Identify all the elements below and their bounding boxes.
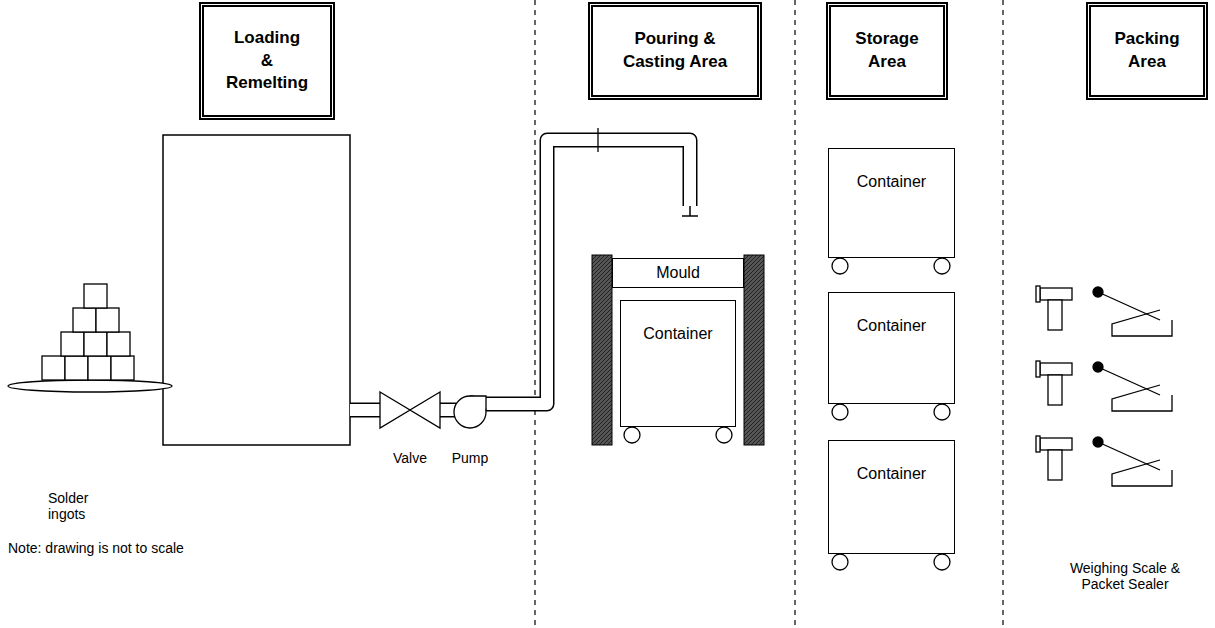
area-title: Storage Area	[855, 28, 918, 74]
box-label: Container	[857, 465, 926, 483]
packet-sealer	[1112, 460, 1172, 486]
box-label: Mould	[656, 264, 700, 282]
box-label: Container	[857, 317, 926, 335]
weighing-scale	[1048, 375, 1062, 405]
packet-sealer	[1112, 310, 1172, 336]
part-label: Solder ingots	[48, 490, 88, 522]
area-divider	[535, 0, 1003, 628]
remelting-tank	[163, 135, 350, 445]
pipe-valve-mark	[597, 128, 598, 152]
valve-symbol	[380, 392, 440, 428]
weighing-scale	[1040, 288, 1072, 300]
packet-sealer	[1098, 292, 1160, 320]
solder-ingots	[42, 284, 134, 380]
part-label: Pump	[452, 450, 489, 466]
weighing-scale	[1048, 450, 1062, 480]
weighing-scale	[1040, 363, 1072, 375]
weighing-scale	[1040, 438, 1072, 450]
scale-and-sealer	[1036, 286, 1172, 486]
container-box: Container	[828, 148, 955, 258]
area-title: Pouring & Casting Area	[619, 28, 731, 74]
container-box: Container	[828, 440, 955, 554]
mould-box: Mould	[612, 258, 744, 288]
area-header: Storage Area	[826, 2, 948, 100]
weighing-scale	[1036, 286, 1040, 302]
container-box: Container	[828, 292, 955, 404]
pour-nozzle	[682, 215, 698, 217]
packet-sealer	[1098, 442, 1160, 470]
area-title: Loading & Remelting	[226, 27, 308, 96]
weighing-scale	[1036, 361, 1040, 377]
part-label: Weighing Scale & Packet Sealer	[1069, 560, 1181, 592]
packet-sealer	[1112, 385, 1172, 411]
pump-symbol	[454, 396, 486, 428]
casting-frame	[744, 255, 764, 445]
area-header: Pouring & Casting Area	[588, 2, 762, 100]
casting-frame	[592, 255, 612, 445]
packet-sealer	[1098, 367, 1160, 395]
area-header: Loading & Remelting	[199, 2, 335, 120]
packet-sealer	[1093, 287, 1103, 297]
box-label: Container	[857, 173, 926, 191]
area-header: Packing Area	[1086, 2, 1208, 100]
weighing-scale	[1048, 300, 1062, 330]
container-box: Container	[620, 300, 736, 427]
part-label: Valve	[393, 450, 427, 466]
note-text: Note: drawing is not to scale	[8, 540, 184, 556]
area-title: Packing Area	[1114, 28, 1179, 74]
packet-sealer	[1093, 437, 1103, 447]
pour-nozzle	[689, 206, 691, 216]
box-label: Container	[643, 325, 712, 343]
weighing-scale	[1036, 436, 1040, 452]
ingot-tray	[8, 380, 172, 392]
packet-sealer	[1093, 362, 1103, 372]
